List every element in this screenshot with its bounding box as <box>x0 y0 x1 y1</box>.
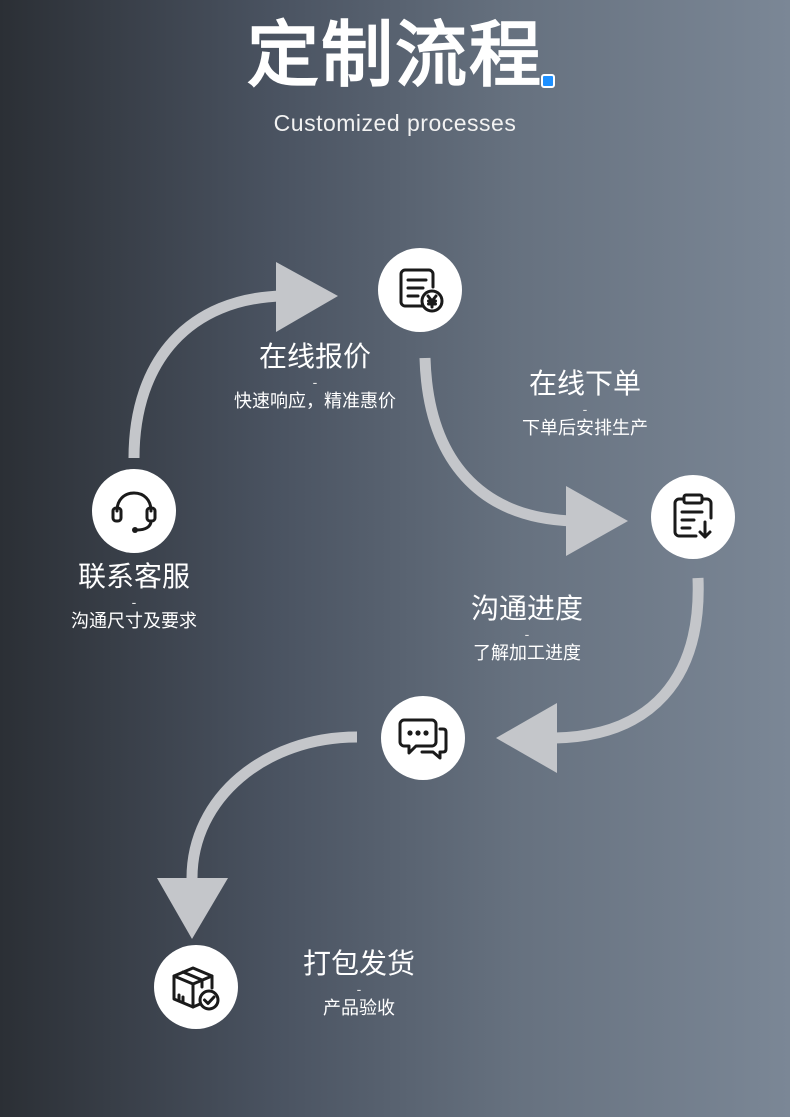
headset-icon <box>111 491 157 533</box>
step-3-label: 在线下单 - 下单后安排生产 <box>465 366 705 442</box>
step-4-label: 沟通进度 - 了解加工进度 <box>407 591 647 667</box>
step-5-label: 打包发货 - 产品验收 <box>239 946 479 1022</box>
step-5-title: 打包发货 <box>302 947 415 980</box>
step-3-dash: - <box>582 401 588 417</box>
flow-arrow-1 <box>128 290 284 459</box>
quote-document-yen-icon <box>399 268 444 313</box>
step-1-dash: - <box>131 594 137 610</box>
flow-arrowhead-1 <box>276 262 338 332</box>
step-1-node <box>92 469 176 553</box>
flow-arrowhead-3 <box>496 703 557 773</box>
flow-arrow-2 <box>419 357 574 527</box>
step-1-label: 联系客服 - 沟通尺寸及要求 <box>14 559 254 635</box>
step-4-title: 沟通进度 <box>470 592 583 625</box>
step-1-title: 联系客服 <box>77 560 190 593</box>
step-2-title: 在线报价 <box>258 340 371 373</box>
step-4-desc: 了解加工进度 <box>473 643 581 664</box>
flow-arrowhead-4 <box>157 878 228 939</box>
package-check-icon <box>172 966 220 1011</box>
step-1-desc: 沟通尺寸及要求 <box>71 611 197 632</box>
title-accent-dot <box>541 74 555 88</box>
step-2-label: 在线报价 - 快速响应，精准惠价 <box>195 339 435 415</box>
page-title: 定制流程 <box>246 13 543 97</box>
step-3-desc: 下单后安排生产 <box>522 418 648 439</box>
step-2-desc: 快速响应，精准惠价 <box>234 391 396 412</box>
step-2-node <box>378 248 462 332</box>
step-3-title: 在线下单 <box>528 367 641 400</box>
step-5-desc: 产品验收 <box>323 998 395 1019</box>
flow-arrow-3 <box>554 577 704 744</box>
clipboard-order-icon <box>673 493 713 539</box>
step-4-dash: - <box>524 626 530 642</box>
step-3-node <box>651 475 735 559</box>
step-2-dash: - <box>312 374 318 390</box>
page-subtitle: Customized processes <box>273 110 517 136</box>
step-5-dash: - <box>356 981 362 997</box>
flow-arrowhead-2 <box>566 486 628 556</box>
chat-bubbles-icon <box>398 718 448 760</box>
flow-arrow-4 <box>186 731 358 879</box>
step-4-node <box>381 696 465 780</box>
step-5-node <box>154 945 238 1029</box>
